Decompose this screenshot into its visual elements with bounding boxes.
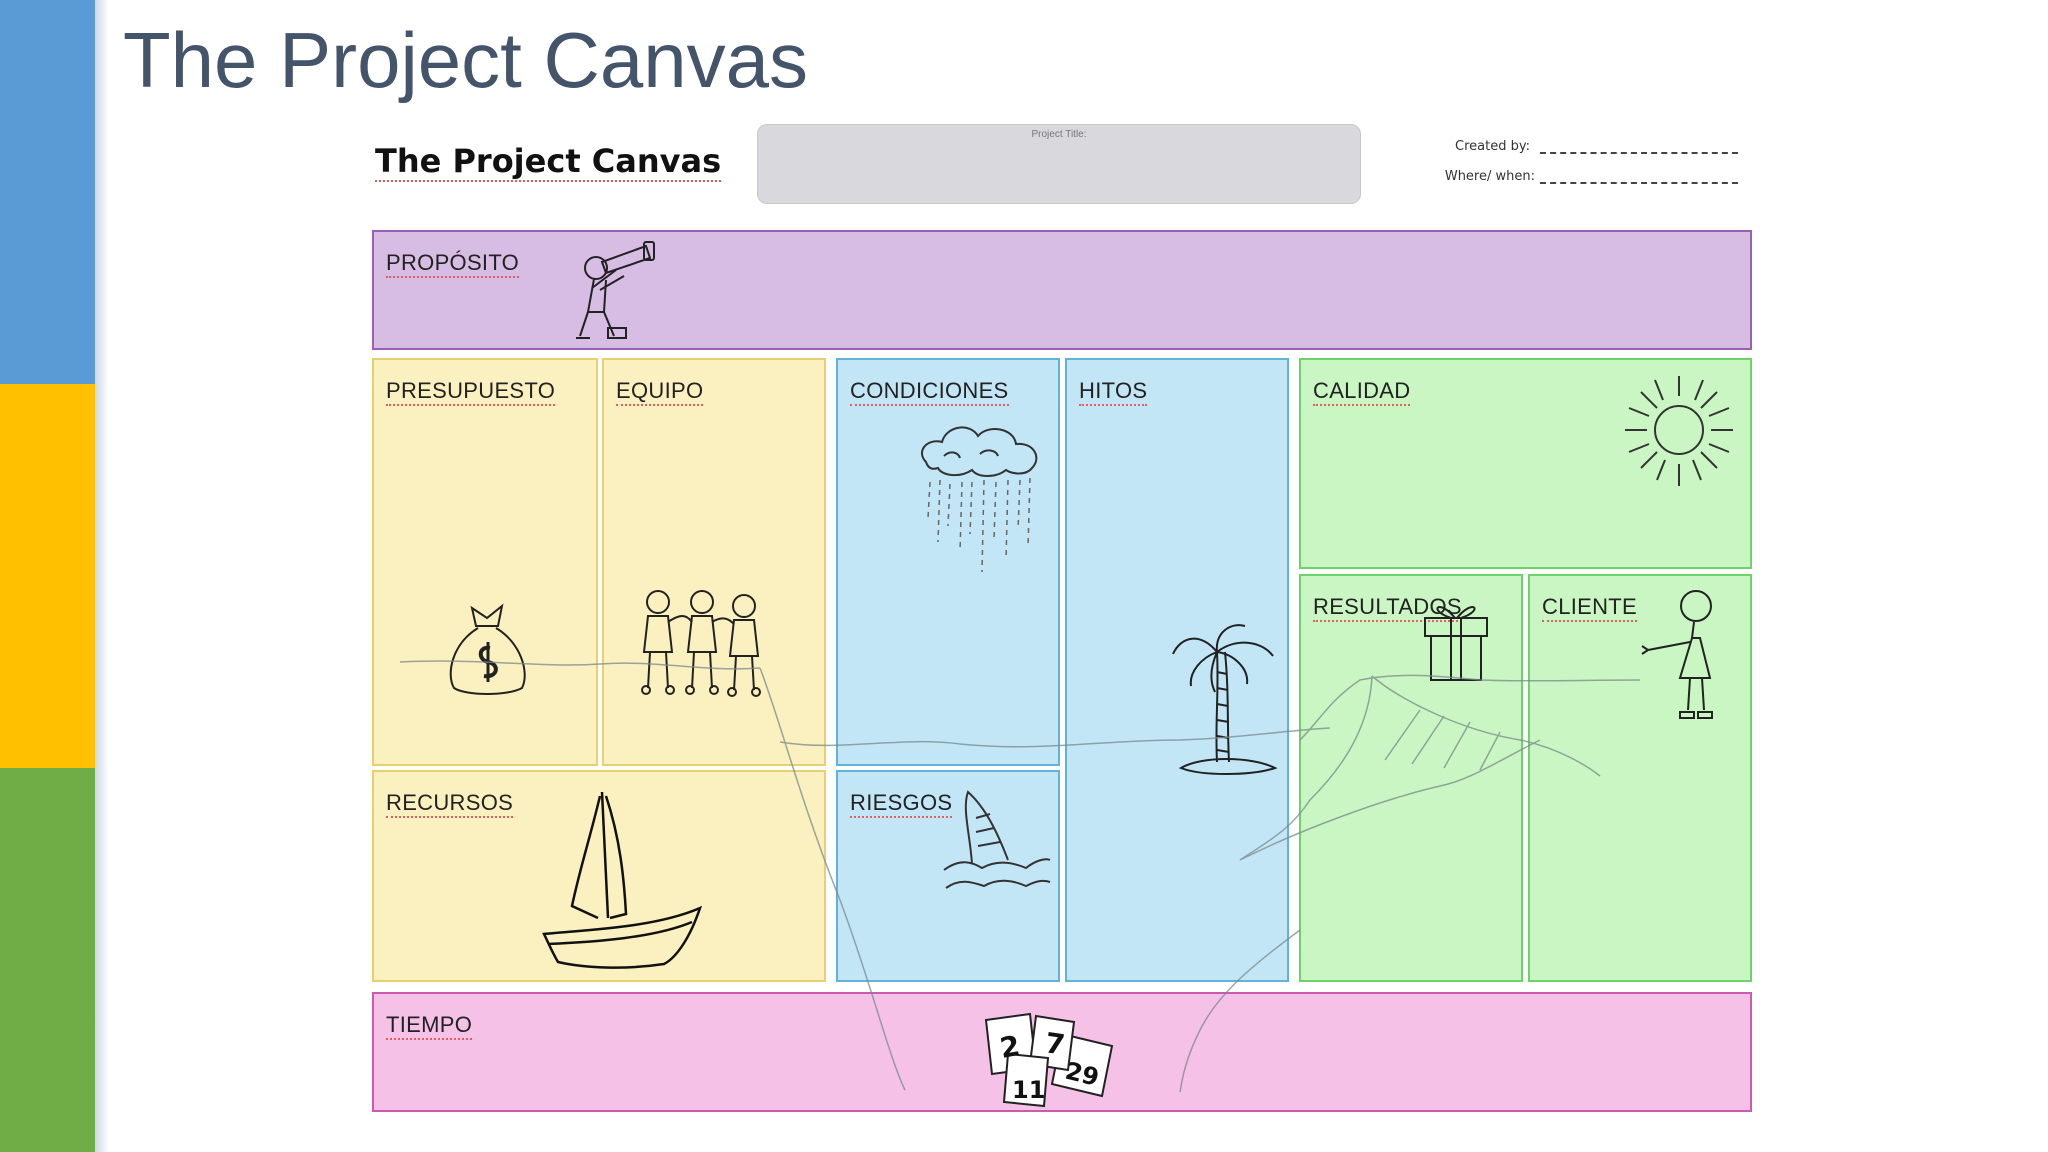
section-riesgos: RIESGOS <box>836 770 1060 982</box>
created-by-line[interactable] <box>1540 152 1738 154</box>
side-band-green <box>0 768 95 1152</box>
slide-title: The Project Canvas <box>123 16 808 104</box>
section-label-equipo: EQUIPO <box>616 378 704 406</box>
section-label-hitos: HITOS <box>1079 378 1148 406</box>
section-label-tiempo: TIEMPO <box>386 1012 473 1040</box>
palm-island-icon <box>1171 622 1281 778</box>
section-label-recursos: RECURSOS <box>386 790 514 818</box>
created-by-label: Created by: <box>1380 139 1530 157</box>
side-band-shadow <box>95 0 109 1152</box>
section-label-riesgos: RIESGOS <box>850 790 953 818</box>
rain-cloud-icon <box>916 422 1046 582</box>
side-band-blue <box>0 0 95 384</box>
section-label-calidad: CALIDAD <box>1313 378 1411 406</box>
calendar-number-11: 11 <box>1012 1076 1045 1104</box>
team-people-icon <box>634 590 774 702</box>
where-when-text: Where/ when: <box>1444 169 1535 184</box>
section-equipo: EQUIPO <box>602 358 826 766</box>
section-resultados: RESULTADOS <box>1299 574 1523 982</box>
section-label-cliente: CLIENTE <box>1542 594 1638 622</box>
section-hitos: HITOS <box>1065 358 1289 982</box>
section-presupuesto: PRESUPUESTO <box>372 358 598 766</box>
section-label-presupuesto: PRESUPUESTO <box>386 378 556 406</box>
section-condiciones: CONDICIONES <box>836 358 1060 766</box>
where-when-line[interactable] <box>1540 182 1738 184</box>
sun-icon <box>1623 374 1735 490</box>
telescope-person-icon <box>574 240 664 344</box>
sailboat-icon <box>544 788 704 968</box>
money-bag-icon <box>442 604 532 696</box>
section-cliente: CLIENTE <box>1528 574 1752 982</box>
section-label-resultados: RESULTADOS <box>1313 594 1462 622</box>
section-proposito: PROPÓSITO <box>372 230 1752 350</box>
project-title-field[interactable]: Project Title: <box>757 124 1361 204</box>
shark-fin-icon <box>942 788 1052 898</box>
created-by-text: Created by: <box>1455 139 1530 154</box>
canvas-heading: The Project Canvas <box>375 142 722 182</box>
project-title-label: Project Title: <box>1031 129 1087 140</box>
section-label-proposito: PROPÓSITO <box>386 250 520 278</box>
section-recursos: RECURSOS <box>372 770 826 982</box>
section-label-condiciones: CONDICIONES <box>850 378 1009 406</box>
gift-box-icon <box>1421 596 1491 682</box>
where-when-label: Where/ when: <box>1380 169 1535 187</box>
calendar-number-7: 7 <box>1043 1026 1067 1061</box>
calendar-pages-icon: 2 11 7 29 <box>974 1010 1124 1110</box>
customer-person-icon <box>1640 588 1724 728</box>
side-band-yellow <box>0 384 95 768</box>
section-calidad: CALIDAD <box>1299 358 1752 569</box>
section-tiempo: TIEMPO 2 11 7 29 <box>372 992 1752 1112</box>
